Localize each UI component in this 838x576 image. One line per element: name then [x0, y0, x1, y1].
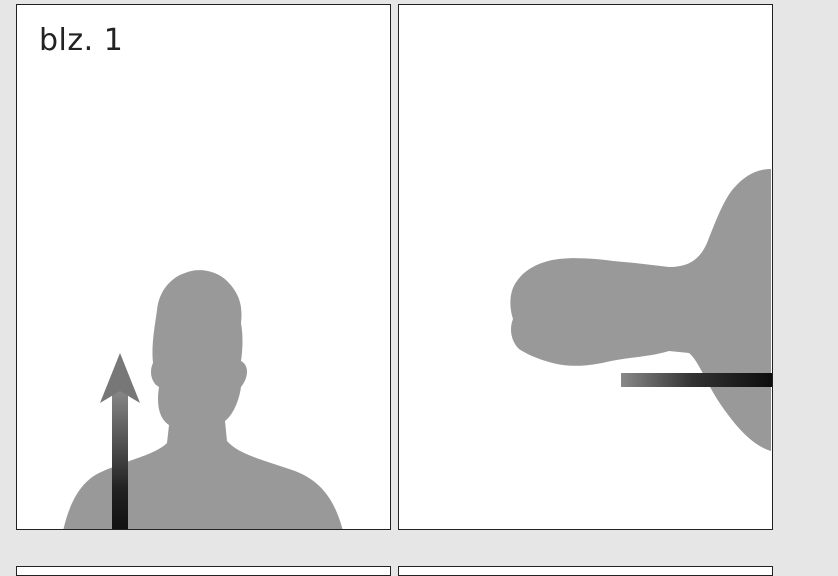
arrow-right-icon [399, 5, 773, 530]
page-panel-2 [398, 4, 773, 530]
page-panel-1: blz. 1 [16, 4, 391, 530]
page-panel-3 [16, 566, 391, 576]
page-panel-4 [398, 566, 773, 576]
arrow-up-icon [17, 5, 391, 530]
